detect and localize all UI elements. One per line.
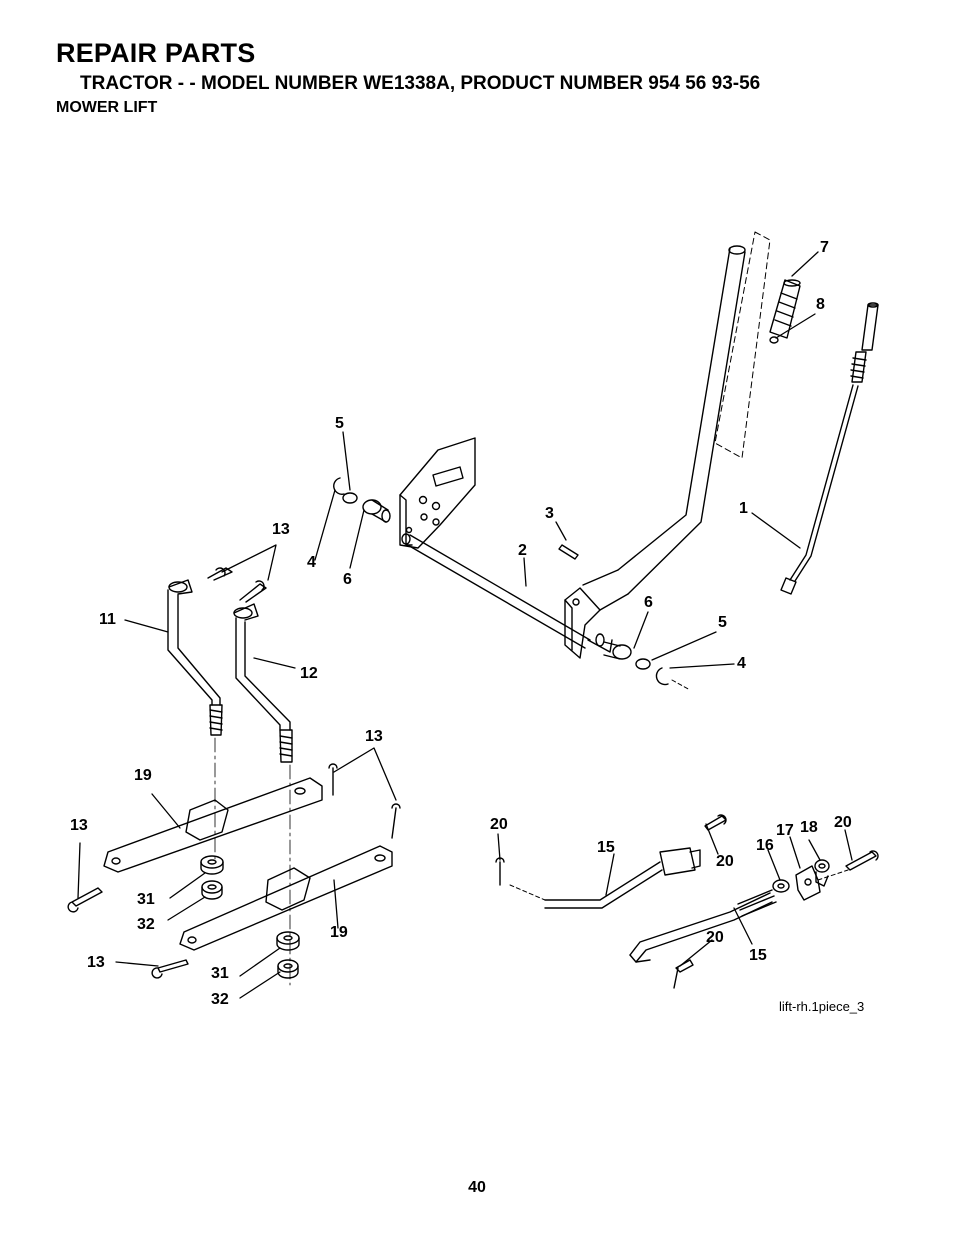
- callout: 20: [834, 814, 852, 831]
- upper-bushing: [200, 855, 224, 875]
- hairpin-clip-b: [239, 580, 267, 603]
- drawing-code: lift-rh.1piece_3: [779, 999, 865, 1014]
- page-number: 40: [468, 1179, 486, 1196]
- callout: 5: [335, 415, 344, 432]
- hairpin-clip-d: [151, 959, 189, 979]
- callout: 12: [300, 665, 318, 682]
- callout: 32: [137, 916, 155, 933]
- hairpin-clip-a: [207, 567, 233, 581]
- callout: 18: [800, 819, 818, 836]
- callout: 13: [70, 817, 88, 834]
- page-title: REPAIR PARTS: [56, 38, 256, 68]
- model-subtitle: TRACTOR - - MODEL NUMBER WE1338A, PRODUC…: [80, 73, 761, 94]
- hairpin-clip-f: [391, 803, 401, 839]
- callout: 6: [343, 571, 352, 588]
- right-washer: [635, 658, 651, 670]
- trunnion-block: [795, 865, 821, 901]
- cross-shaft: [401, 533, 591, 649]
- trunnion-bushing: [814, 859, 830, 887]
- callout: 6: [644, 594, 653, 611]
- callout: 19: [134, 767, 152, 784]
- callout: 19: [330, 924, 348, 941]
- lower-bushing: [276, 931, 300, 951]
- callout: 20: [490, 816, 508, 833]
- callout: 32: [211, 991, 229, 1008]
- callout: 3: [545, 505, 554, 522]
- callout: 13: [87, 954, 105, 971]
- hairpin-clip-e: [328, 763, 338, 796]
- callout: 20: [716, 853, 734, 870]
- grip-washer: [769, 336, 779, 344]
- callout: 1: [739, 500, 748, 517]
- callout: 16: [756, 837, 774, 854]
- callout: 11: [99, 611, 116, 628]
- callout: 20: [706, 929, 724, 946]
- right-retaining-ring: [655, 667, 669, 686]
- callout: 15: [749, 947, 767, 964]
- lift-cable: [780, 302, 879, 595]
- clevis-pin: [558, 544, 579, 560]
- lift-link-right: [233, 603, 293, 763]
- callout: 17: [776, 822, 794, 839]
- hairpin-clip-g: [845, 850, 879, 871]
- callout: 8: [816, 296, 825, 313]
- adjustment-rod-lower: [629, 889, 777, 989]
- handle-grip: [769, 279, 801, 339]
- right-bushing: [595, 633, 632, 660]
- callout: 2: [518, 542, 527, 559]
- callout: 7: [820, 239, 829, 256]
- left-bushing: [362, 499, 391, 523]
- callout: 4: [737, 655, 746, 672]
- lift-arm-upper: [103, 777, 323, 873]
- callout: 13: [365, 728, 383, 745]
- left-retaining-ring: [333, 477, 345, 495]
- lower-nut: [277, 959, 299, 979]
- callout: 13: [272, 521, 290, 538]
- rod-nut: [772, 879, 790, 893]
- callout: 31: [211, 965, 229, 982]
- callout: 4: [307, 554, 316, 571]
- mounting-plate: [399, 437, 476, 549]
- callout: 31: [137, 891, 155, 908]
- leader-lines: [77, 251, 853, 999]
- callout: 5: [718, 614, 727, 631]
- lift-handle: [582, 231, 771, 611]
- lift-arm-lower: [179, 845, 393, 951]
- lift-link-left: [167, 579, 223, 736]
- left-washer: [342, 492, 358, 504]
- callout: 15: [597, 839, 615, 856]
- section-title: MOWER LIFT: [56, 99, 158, 116]
- hairpin-clip-c: [67, 887, 103, 913]
- adjustment-rod-upper: [495, 814, 727, 909]
- handle-bracket: [564, 587, 613, 659]
- upper-nut: [201, 880, 223, 900]
